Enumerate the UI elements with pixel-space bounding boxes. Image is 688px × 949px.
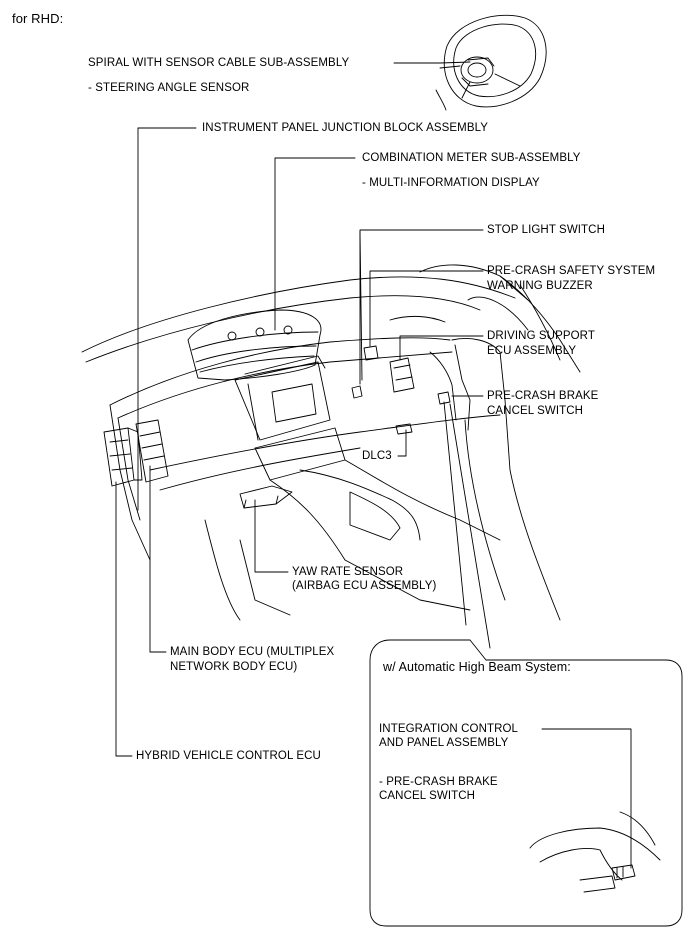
dashboard-body xyxy=(81,264,581,621)
label-precrash-brake-line1: PRE-CRASH BRAKE xyxy=(487,390,599,402)
label-precrash-buzzer-line2: WARNING BUZZER xyxy=(487,280,593,292)
inset-box xyxy=(369,639,683,927)
steering-wheel-thumbnail xyxy=(435,14,547,111)
label-precrash-brake-line2: CANCEL SWITCH xyxy=(487,405,584,417)
label-junction-block: INSTRUMENT PANEL JUNCTION BLOCK ASSEMBLY xyxy=(202,122,489,134)
label-stop-light-switch: STOP LIGHT SWITCH xyxy=(487,224,605,236)
inset-label-precrash-line1: - PRE-CRASH BRAKE xyxy=(379,776,498,788)
inset-label-integration-line1: INTEGRATION CONTROL xyxy=(379,723,519,735)
label-yaw-rate-line1: YAW RATE SENSOR xyxy=(292,566,404,578)
label-dlc3: DLC3 xyxy=(362,450,392,462)
diagram-header: for RHD: xyxy=(12,11,64,26)
label-driving-support-line1: DRIVING SUPPORT xyxy=(487,330,595,342)
label-main-body-ecu-line2: NETWORK BODY ECU) xyxy=(170,661,298,673)
label-driving-support-line2: ECU ASSEMBLY xyxy=(487,345,577,357)
label-precrash-buzzer-line1: PRE-CRASH SAFETY SYSTEM xyxy=(487,265,656,277)
label-main-body-ecu-line1: MAIN BODY ECU (MULTIPLEX xyxy=(170,646,335,658)
label-yaw-rate-line2: (AIRBAG ECU ASSEMBLY) xyxy=(292,580,437,592)
leader-lines xyxy=(115,61,491,757)
inset-label-integration-line2: AND PANEL ASSEMBLY xyxy=(379,737,509,749)
inset-label-precrash-line2: CANCEL SWITCH xyxy=(379,790,476,802)
label-multi-information-display: - MULTI-INFORMATION DISPLAY xyxy=(362,177,540,189)
label-hybrid-vehicle-ecu: HYBRID VEHICLE CONTROL ECU xyxy=(136,750,321,762)
combination-meter-drawing xyxy=(187,309,322,381)
label-combination-meter: COMBINATION METER SUB-ASSEMBLY xyxy=(362,152,581,164)
inset-title: w/ Automatic High Beam System: xyxy=(383,660,571,674)
label-spiral-cable: SPIRAL WITH SENSOR CABLE SUB-ASSEMBLY xyxy=(88,57,350,69)
label-steering-angle-sensor: - STEERING ANGLE SENSOR xyxy=(88,82,250,94)
